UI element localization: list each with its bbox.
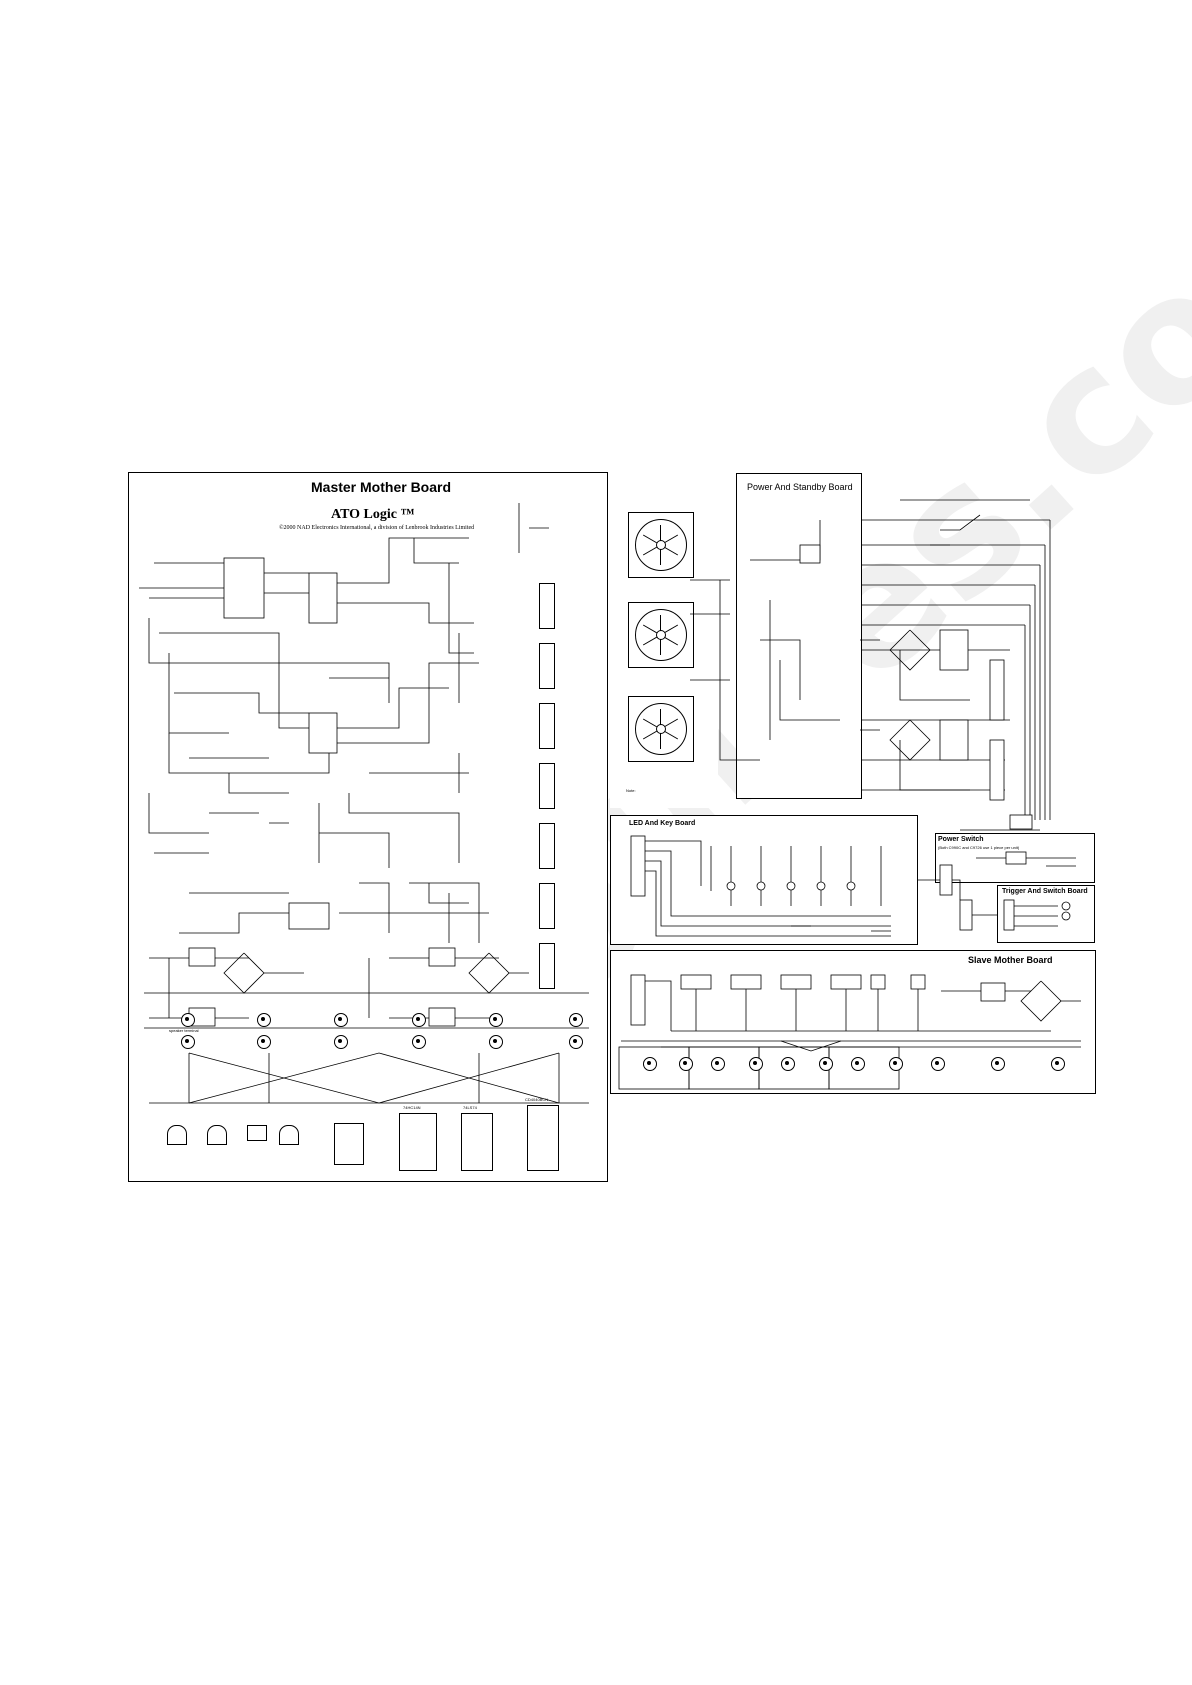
slave-terminal-5 <box>781 1057 795 1071</box>
ic-cd4040-outline <box>527 1105 559 1171</box>
slave-terminal-2 <box>679 1057 693 1071</box>
slave-terminal-9 <box>931 1057 945 1071</box>
connector-block-3 <box>539 703 555 749</box>
ato-logic-title: ATO Logic ™ <box>331 507 415 522</box>
ic-74hc14-label: 74HC14N <box>403 1105 421 1110</box>
slave-terminal-10 <box>991 1057 1005 1071</box>
trigger-switch-panel: Trigger And Switch Board <box>997 885 1095 943</box>
speaker-terminal-12 <box>569 1035 583 1049</box>
slave-board-title: Slave Mother Board <box>968 955 1053 965</box>
power-switch-subtitle: (Both C990C and C9726 use 1 piece per un… <box>938 845 1020 850</box>
speaker-terminal-10 <box>489 1035 503 1049</box>
regulator-outline <box>279 1125 299 1145</box>
speaker-terminal-2 <box>181 1035 195 1049</box>
slave-mother-board-panel: Slave Mother Board <box>610 950 1096 1094</box>
master-board-title: Master Mother Board <box>311 479 452 495</box>
speaker-terminal-9 <box>489 1013 503 1027</box>
power-switch-wires <box>976 851 1076 867</box>
led-board-wires <box>630 835 891 937</box>
trigger-board-wires <box>1003 899 1071 931</box>
power-switch-panel: Power Switch (Both C990C and C9726 use 1… <box>935 833 1095 883</box>
connector-block-2 <box>539 643 555 689</box>
ic-74ls74-outline <box>461 1113 493 1171</box>
slave-terminal-4 <box>749 1057 763 1071</box>
connector-block-6 <box>539 883 555 929</box>
slave-terminal-1 <box>643 1057 657 1071</box>
power-standby-board-box: Power And Standby Board <box>736 473 862 799</box>
power-standby-board-panel: Note: <box>610 498 718 808</box>
slave-terminal-8 <box>889 1057 903 1071</box>
led-board-title: LED And Key Board <box>629 820 696 827</box>
slave-terminal-3 <box>711 1057 725 1071</box>
slave-terminal-7 <box>851 1057 865 1071</box>
speaker-terminal-4 <box>257 1035 271 1049</box>
slave-terminal-6 <box>819 1057 833 1071</box>
transistor-outline-1 <box>167 1125 187 1145</box>
speaker-terminal-label: speaker terminal <box>169 1028 199 1033</box>
ic-74ls74-label: 74LS74 <box>463 1105 477 1110</box>
transistor-outline-3 <box>247 1125 267 1141</box>
fan-1 <box>628 512 694 578</box>
ic-cd4040-label: CD4040BCN <box>525 1097 549 1102</box>
speaker-terminal-7 <box>412 1013 426 1027</box>
speaker-terminal-1 <box>181 1013 195 1027</box>
ic-opamp-outline <box>334 1123 364 1165</box>
led-key-board-panel: LED And Key Board <box>610 815 918 945</box>
transistor-outline-2 <box>207 1125 227 1145</box>
speaker-terminal-11 <box>569 1013 583 1027</box>
connector-block-7 <box>539 943 555 989</box>
fan-note-label: Note: <box>626 788 636 793</box>
master-schematic-wires <box>139 503 589 1104</box>
speaker-terminal-6 <box>334 1035 348 1049</box>
speaker-terminal-5 <box>334 1013 348 1027</box>
slave-terminal-11 <box>1051 1057 1065 1071</box>
fan-2 <box>628 602 694 668</box>
connector-block-1 <box>539 583 555 629</box>
speaker-terminal-3 <box>257 1013 271 1027</box>
speaker-terminal-8 <box>412 1035 426 1049</box>
trigger-board-title: Trigger And Switch Board <box>1002 888 1088 895</box>
connector-block-4 <box>539 763 555 809</box>
power-switch-title: Power Switch <box>938 836 984 843</box>
fan-3 <box>628 696 694 762</box>
master-mother-board-panel: Master Mother Board ATO Logic ™ ©2000 NA… <box>128 472 608 1182</box>
connector-block-5 <box>539 823 555 869</box>
power-board-title: Power And Standby Board <box>747 482 853 492</box>
slave-board-wires <box>618 974 1081 1090</box>
copyright-text: ©2000 NAD Electronics International, a d… <box>279 525 475 531</box>
ic-74hc14-outline <box>399 1113 437 1171</box>
